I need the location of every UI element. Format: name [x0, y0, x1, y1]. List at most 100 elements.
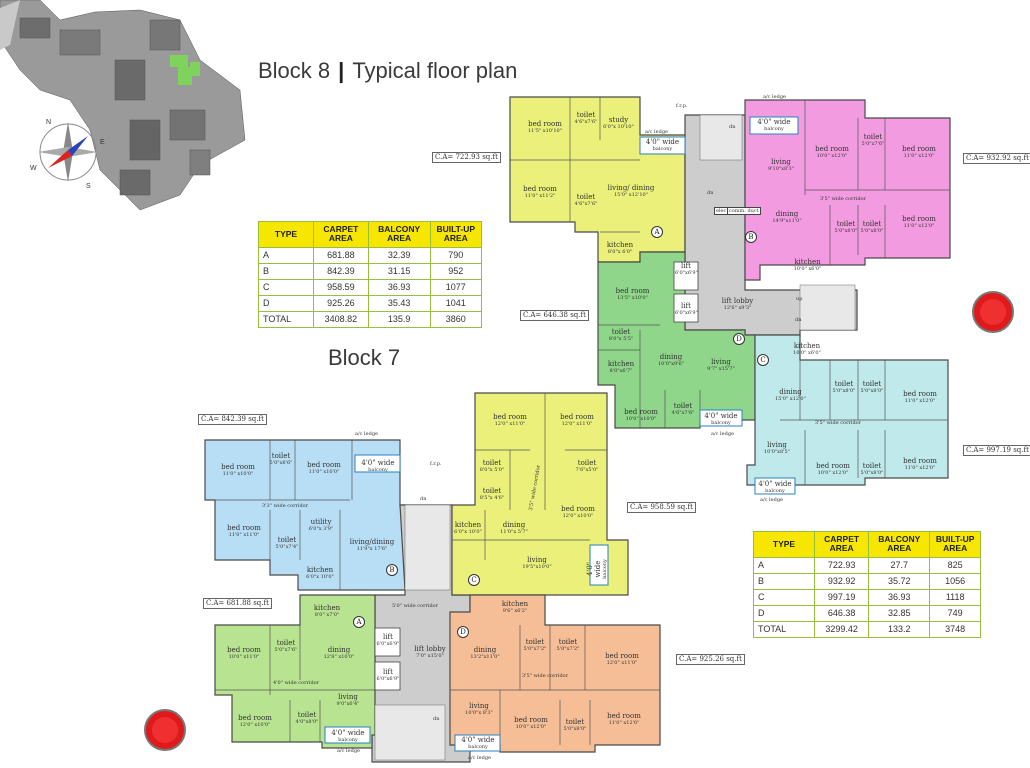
carpet-area-b8-b: C.A= 932.92 sq.ft — [963, 153, 1030, 164]
unit-marker-c: C — [757, 354, 769, 366]
b8-unit-c — [746, 334, 949, 486]
dn-label: dn — [707, 190, 714, 196]
compass-w: W — [30, 165, 37, 172]
b7-corridor-mid: 5'0" wide corridor — [392, 603, 439, 609]
dn-label: dn — [729, 124, 736, 130]
unit-marker-b: B — [745, 231, 757, 243]
b7-unit-d — [449, 594, 661, 753]
compass-n: N — [46, 119, 51, 126]
b7-corridor-d: 3'5" wide corridor — [522, 673, 569, 679]
title-block: Block 8 — [258, 58, 331, 83]
red-marker-icons — [144, 291, 1014, 751]
col-header: BALCONY AREA — [868, 531, 931, 558]
table-header-row: TYPE CARPET AREA BALCONY AREA BUILT-UP A… — [753, 531, 981, 558]
area-table-block8: TYPE CARPET AREA BALCONY AREA BUILT-UP A… — [753, 531, 981, 638]
block7-label: Block 7 — [328, 345, 401, 370]
page-title: Block 8|Typical floor plan — [258, 58, 518, 83]
ac-ledge-label: a/c ledge — [763, 94, 786, 100]
dn-label: dn — [420, 496, 427, 502]
compass-icon: N E S W — [30, 119, 105, 190]
dn-label: dn — [795, 317, 802, 323]
unit-marker-b7-d: D — [457, 626, 469, 638]
lift-shafts — [374, 261, 699, 691]
site-plan-thumbnail — [0, 0, 246, 211]
unit-marker-d: D — [733, 333, 745, 345]
carpet-area-b8-c: C.A= 997.19 sq.ft — [963, 445, 1030, 456]
balconies — [324, 116, 799, 752]
ac-ledge-label: a/c ledge — [468, 755, 491, 761]
compass-s: S — [86, 183, 91, 190]
carpet-area-b8-d: C.A= 646.38 sq.ft — [520, 310, 589, 321]
table-header-row: TYPE CARPET AREA BALCONY AREA BUILT-UP A… — [258, 221, 483, 248]
up-label: up — [796, 296, 803, 302]
ac-ledge-label: a/c ledge — [337, 748, 360, 754]
stairs — [374, 114, 856, 761]
b7-corridor-b: 3'3" wide corridor — [262, 503, 309, 509]
ac-ledge-label: a/c ledge — [760, 497, 783, 503]
dn-label: dn — [433, 716, 440, 722]
b8-corridor-c: 3'5" wide corridor — [815, 420, 862, 426]
col-header: BUILT-UP AREA — [929, 531, 981, 558]
area-table-block7: TYPE CARPET AREA BALCONY AREA BUILT-UP A… — [258, 221, 483, 328]
carpet-area-b7-c: C.A= 958.59 sq.ft — [627, 502, 696, 513]
ac-ledge-label: a/c ledge — [355, 431, 378, 437]
carpet-area-b7-b: C.A= 842.39 sq.ft — [198, 414, 267, 425]
b7-unit-c — [451, 392, 629, 596]
title-subtitle: Typical floor plan — [352, 58, 518, 83]
